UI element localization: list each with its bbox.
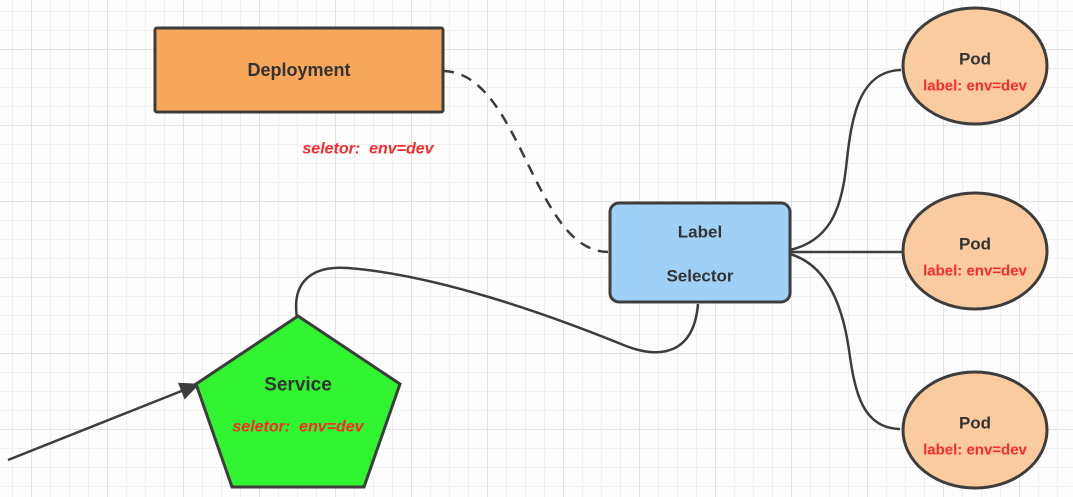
pod-annotation-2: label: env=dev (923, 263, 1027, 280)
pod-annotation-1: label: env=dev (923, 78, 1027, 95)
pod-ellipse-2[interactable] (901, 191, 1049, 311)
deployment-label: Deployment (247, 60, 350, 80)
edge-arrow-into-service[interactable] (7, 382, 200, 462)
service-label: Service (264, 375, 332, 396)
pod-node-1[interactable]: Pod label: env=dev (901, 6, 1049, 126)
label-selector-label-line2: Selector (666, 267, 733, 286)
pod-node-3[interactable]: Pod label: env=dev (901, 370, 1049, 490)
edge-label-selector-to-pod-3[interactable] (789, 252, 901, 431)
pod-node-2[interactable]: Pod label: env=dev (901, 191, 1049, 311)
pod-ellipse-3[interactable] (901, 370, 1049, 490)
pod-label-3: Pod (959, 414, 991, 433)
deployment-node[interactable]: Deployment (153, 26, 445, 114)
edge-deployment-to-label-selector[interactable] (442, 69, 609, 254)
pod-annotation-3: label: env=dev (923, 442, 1027, 459)
service-selector-annotation: seletor: env=dev (232, 419, 364, 436)
label-selector-label-line1: Label (678, 223, 722, 242)
pod-label-2: Pod (959, 235, 991, 254)
deployment-rect[interactable] (153, 26, 445, 114)
pod-ellipse-1[interactable] (901, 6, 1049, 126)
deployment-selector-annotation: seletor: env=dev (302, 141, 434, 158)
service-node[interactable]: Service seletor: env=dev (194, 314, 402, 489)
label-selector-rect[interactable] (608, 201, 792, 304)
edge-service-to-label-selector[interactable] (294, 266, 700, 354)
pod-label-1: Pod (959, 50, 991, 69)
edge-label-selector-to-pod-1[interactable] (789, 68, 902, 252)
label-selector-node[interactable]: Label Selector (608, 201, 792, 304)
service-pentagon[interactable] (194, 314, 402, 489)
